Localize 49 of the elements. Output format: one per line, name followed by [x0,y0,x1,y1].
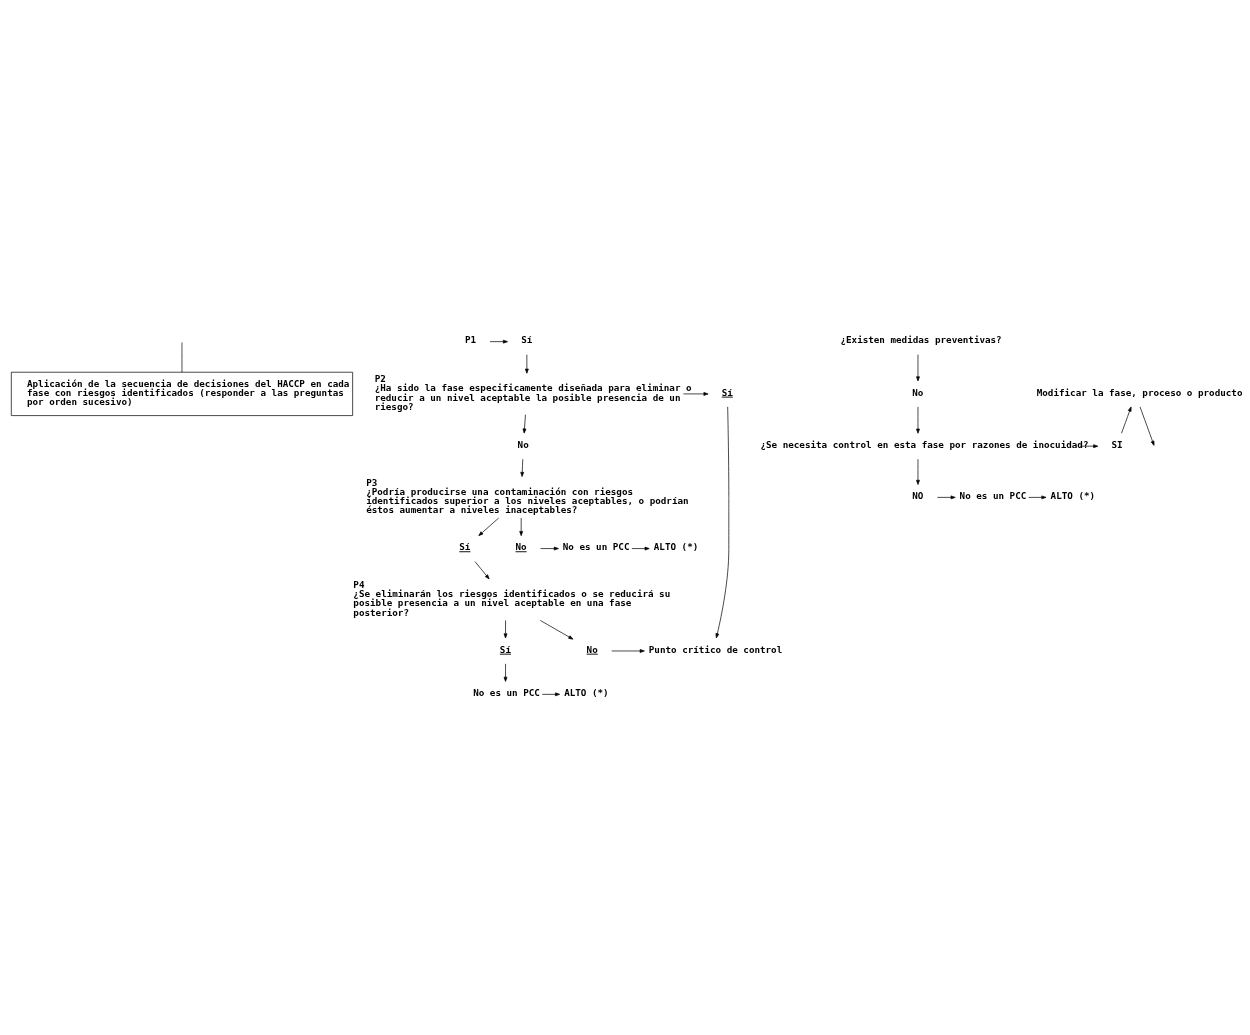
node-text: ALTO (*) [564,686,609,698]
node-text: ALTO (*) [1050,489,1096,501]
node-text: Punto crítico de control [648,643,783,655]
node-text: No es un PCC [562,540,630,552]
node-text: No es un PCC [473,686,540,698]
node-text: SI [1111,438,1123,450]
node-text: NO [912,489,924,501]
node-box: Aplicación de la secuencia de decisiones del HACCP en cada fase con riesgos identificados (responder a las preguntas por orden sucesivo) [10,371,353,416]
node-text: P4 ¿Se eliminarán los riesgos identificados o se reducirá su posible presencia a un nivel aceptable en una fase posterior? [353,578,671,618]
node-text: Modificar la fase, proceso o producto [1036,386,1243,398]
node-text: Sí [499,643,511,655]
arrow [540,546,559,550]
arrow [522,413,527,433]
node-text: No es un PCC [959,489,1027,501]
node-text: No [515,540,527,552]
arrow [1139,406,1155,446]
arrow [474,560,490,579]
node-text: P3 ¿Podría producirse una contaminación con riesgos identificados superior a los niveles aceptables, o podrían éstos aumentar a niveles inaceptables? [366,476,689,515]
arrow [503,662,508,682]
node-text: P1 [465,333,477,345]
arrow [1121,406,1132,434]
arrow [541,692,560,696]
node-text: ¿Se necesita control en esta fase por razones de inocuidad? [760,438,1089,450]
arrow [916,353,920,381]
arrow [525,353,529,374]
arrow [1028,495,1047,499]
node-text: Sí [459,540,471,552]
arrow [715,406,730,638]
arrow [1079,443,1099,448]
arrow [478,517,499,536]
node-text: Sí [721,386,733,398]
node-text: No [586,643,598,655]
arrow [916,406,920,434]
node-text: ¿Existen medidas preventivas? [840,333,1002,345]
arrow [503,619,508,638]
node-text: No [517,438,529,450]
arrow [539,619,574,640]
node-text: No [912,386,924,398]
arrow [916,458,920,485]
arrow [936,495,956,499]
arrow [520,458,525,477]
arrow [683,391,709,396]
arrow [489,339,508,343]
arrow [519,517,524,536]
node-text: Sí [521,333,533,345]
arrow [611,648,645,653]
node-text: ALTO (*) [653,540,699,552]
node-text: P2 ¿Ha sido la fase especificamente diseñada para eliminar o reducir a un nivel aceptable la posible presencia de un riesgo? [374,372,692,412]
arrow [631,546,650,550]
